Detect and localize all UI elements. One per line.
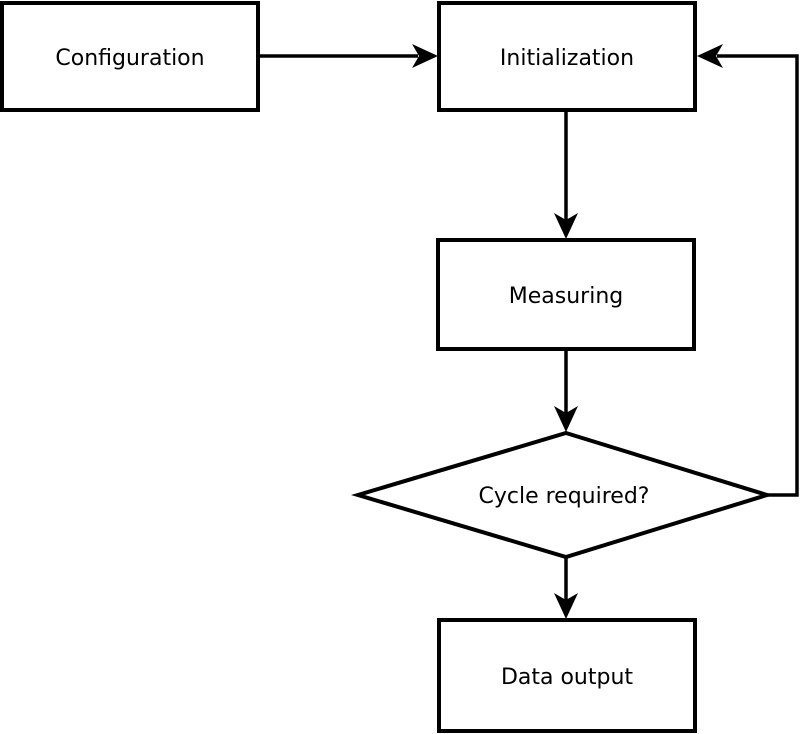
edge-initialization-to-measuring xyxy=(554,110,578,239)
data-output-box xyxy=(437,618,697,733)
arrowhead-down-icon xyxy=(554,213,578,239)
edge-measuring-to-cycle-required xyxy=(554,349,578,432)
arrowhead-right-icon xyxy=(412,44,438,68)
initialization-label: Initialization xyxy=(500,46,634,71)
node-cycle-required: Cycle required? xyxy=(350,430,774,560)
configuration-label: Configuration xyxy=(55,46,204,71)
initialization-box xyxy=(437,1,697,112)
node-data-output: Data output xyxy=(437,618,697,733)
edge-cycle-required-to-data-output xyxy=(554,557,578,619)
edge-line xyxy=(717,54,799,497)
measuring-box xyxy=(436,238,696,351)
arrowhead-down-icon xyxy=(554,593,578,619)
measuring-label: Measuring xyxy=(509,284,623,309)
arrowhead-down-icon xyxy=(554,406,578,432)
node-initialization: Initialization xyxy=(437,1,697,112)
edge-configuration-to-initialization xyxy=(258,44,438,68)
node-configuration: Configuration xyxy=(0,1,260,112)
arrowhead-left-icon xyxy=(697,44,723,68)
configuration-box xyxy=(0,1,260,112)
node-measuring: Measuring xyxy=(436,238,696,351)
data-output-label: Data output xyxy=(501,665,633,690)
edge-cycle-required-to-initialization-feedback xyxy=(697,44,799,497)
cycle-required-diamond xyxy=(350,430,774,560)
cycle-required-label: Cycle required? xyxy=(479,484,650,509)
